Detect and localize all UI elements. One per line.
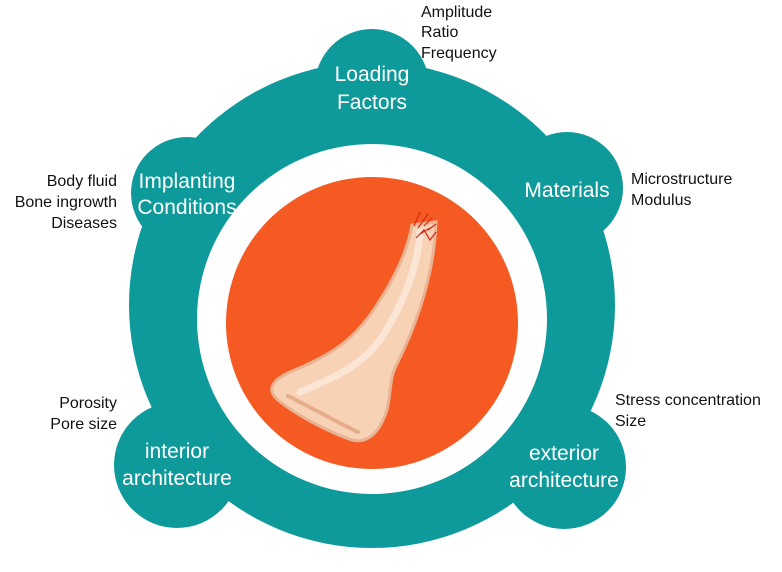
node-interior-line1: interior: [145, 440, 209, 463]
factor-loading-0: Amplitude: [421, 4, 492, 21]
factor-lists: Amplitude Ratio Frequency Microstructure…: [15, 4, 761, 433]
bone-illustration: [270, 211, 438, 443]
node-loading-bubble: [315, 29, 429, 143]
factor-loading-1: Ratio: [421, 24, 458, 41]
factor-materials-1: Modulus: [631, 192, 691, 209]
node-implanting-bubble: [131, 137, 243, 249]
node-interior-line2: architecture: [122, 467, 232, 490]
bone-highlight: [296, 228, 424, 396]
factor-interior-0: Porosity: [59, 395, 117, 412]
node-implanting-line2: Conditions: [137, 196, 236, 219]
factor-materials-0: Microstructure: [631, 171, 732, 188]
node-loading-line2: Factors: [337, 91, 407, 114]
fracture-icon: [413, 211, 437, 242]
node-exterior-line1: exterior: [529, 442, 599, 465]
node-loading-line1: Loading: [335, 63, 410, 86]
node-labels: Loading Factors Materials exterior archi…: [122, 63, 619, 492]
node-implanting-line1: Implanting: [139, 170, 236, 193]
node-exterior-line2: architecture: [509, 469, 619, 492]
factor-implanting-1: Bone ingrowth: [15, 194, 117, 211]
factor-loading-2: Frequency: [421, 45, 497, 62]
factor-exterior-0: Stress concentration: [615, 392, 761, 409]
bone-lower-shade: [286, 394, 360, 434]
factor-exterior-1: Size: [615, 413, 646, 430]
factor-interior-1: Pore size: [50, 416, 117, 433]
node-materials-line1: Materials: [524, 179, 609, 202]
node-interior-bubble: [114, 402, 240, 528]
factor-implanting-2: Diseases: [51, 215, 117, 232]
node-exterior-bubble: [502, 405, 626, 529]
node-materials-bubble: [511, 132, 623, 244]
factor-implanting-0: Body fluid: [47, 173, 117, 190]
